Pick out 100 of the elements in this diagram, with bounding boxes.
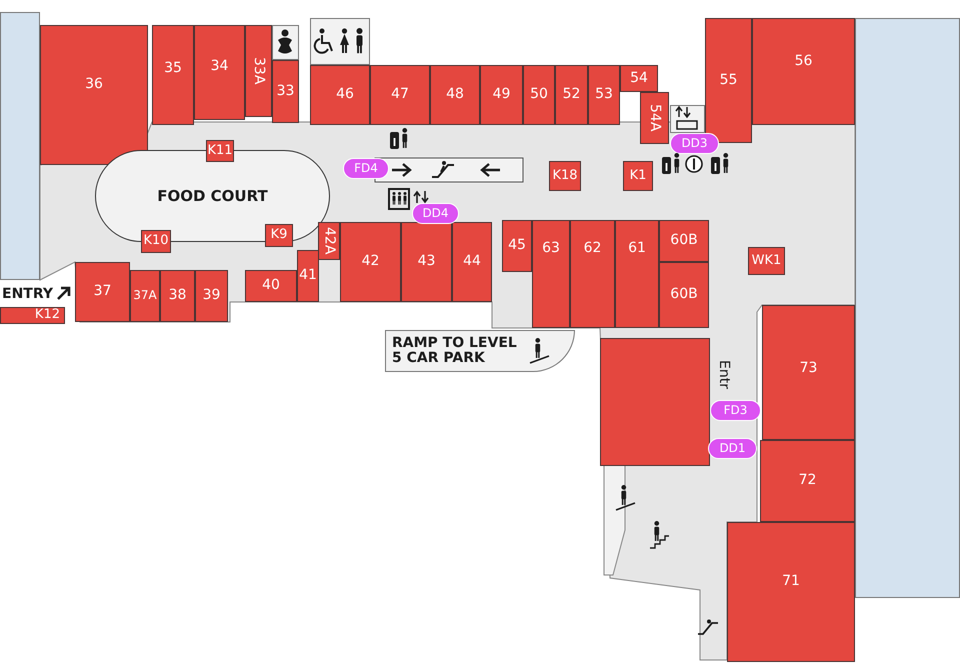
door-badge bbox=[708, 438, 757, 459]
store-unit bbox=[297, 250, 319, 302]
anchor-store bbox=[855, 18, 960, 598]
kiosk-unit bbox=[0, 307, 65, 324]
store-unit bbox=[245, 270, 297, 302]
unit-number: 43 bbox=[418, 254, 436, 270]
unit-number: 73 bbox=[800, 361, 818, 376]
unit-number: K12 bbox=[34, 308, 60, 323]
unit-number: 56 bbox=[794, 54, 812, 70]
unit-number: K11 bbox=[207, 144, 233, 158]
unit-number: 35 bbox=[164, 61, 182, 77]
door-badge bbox=[412, 203, 459, 224]
store-unit bbox=[480, 65, 523, 125]
unit-number: 36 bbox=[85, 77, 103, 93]
store-unit bbox=[310, 65, 370, 125]
kiosk-unit bbox=[549, 161, 581, 191]
unit-number: 50 bbox=[530, 87, 548, 103]
store-unit bbox=[523, 65, 555, 125]
store-unit bbox=[430, 65, 480, 125]
store-unit bbox=[570, 220, 615, 328]
ramp-area bbox=[385, 330, 575, 372]
unit-number: K1 bbox=[630, 168, 646, 184]
unit-number: WK1 bbox=[752, 254, 782, 268]
unit-number: 54 bbox=[630, 70, 648, 86]
unit-number: 63 bbox=[542, 241, 560, 256]
kiosk-unit bbox=[141, 230, 171, 253]
door-code: DD3 bbox=[681, 136, 708, 150]
unit-number: 37 bbox=[94, 284, 112, 300]
kiosk-unit bbox=[748, 247, 785, 275]
anchor-store bbox=[0, 12, 40, 280]
store-unit bbox=[659, 262, 709, 328]
unit-number: 33 bbox=[276, 84, 294, 100]
kiosk-unit bbox=[206, 140, 234, 162]
unit-number: 33A bbox=[250, 57, 266, 85]
kiosk-unit bbox=[623, 161, 653, 191]
amenity-room bbox=[670, 105, 705, 133]
store-unit bbox=[760, 440, 855, 522]
store-unit bbox=[245, 25, 272, 117]
unit-number: 34 bbox=[210, 58, 228, 74]
area-name: RAMP TO LEVEL 5 CAR PARK bbox=[392, 336, 518, 366]
unit-number: 40 bbox=[262, 278, 280, 294]
store-unit bbox=[152, 25, 194, 125]
kiosk-unit bbox=[265, 224, 293, 247]
store-unit bbox=[532, 220, 570, 328]
store-unit bbox=[727, 522, 855, 662]
store-unit bbox=[705, 18, 752, 143]
store-unit bbox=[762, 305, 855, 440]
unit-number: 55 bbox=[720, 72, 738, 88]
door-code: FD3 bbox=[724, 404, 748, 418]
door-code: FD4 bbox=[354, 162, 378, 176]
store-unit bbox=[752, 18, 855, 125]
area-name: FOOD COURT bbox=[157, 188, 268, 204]
door-badge bbox=[670, 133, 719, 154]
store-unit bbox=[600, 338, 710, 466]
store-unit bbox=[40, 25, 148, 165]
unit-number: 53 bbox=[595, 87, 613, 103]
store-unit bbox=[318, 222, 340, 260]
unit-number: 60B bbox=[670, 233, 698, 249]
unit-number: 71 bbox=[782, 574, 800, 590]
unit-number: K10 bbox=[143, 234, 169, 249]
door-code: DD1 bbox=[719, 442, 746, 456]
store-unit bbox=[340, 222, 401, 302]
store-unit bbox=[555, 65, 588, 125]
store-unit bbox=[401, 222, 452, 302]
unit-number: 72 bbox=[798, 473, 816, 489]
store-unit bbox=[195, 270, 228, 322]
door-code: DD4 bbox=[422, 206, 449, 220]
unit-number: 39 bbox=[202, 288, 220, 304]
unit-number: 47 bbox=[391, 87, 409, 103]
unit-number: 38 bbox=[168, 288, 186, 304]
door-badge bbox=[710, 400, 761, 421]
store-unit bbox=[452, 222, 492, 302]
store-unit bbox=[620, 65, 658, 92]
store-unit bbox=[272, 60, 299, 123]
store-unit bbox=[588, 65, 620, 125]
door-badge bbox=[343, 158, 389, 179]
unit-number: 61 bbox=[628, 241, 646, 256]
store-unit bbox=[615, 220, 659, 328]
unit-number: 42 bbox=[362, 254, 380, 270]
store-unit bbox=[370, 65, 430, 125]
entry-sign: Entr bbox=[716, 360, 732, 389]
unit-number: 44 bbox=[463, 254, 481, 270]
store-unit bbox=[659, 220, 709, 262]
unit-number: 42A bbox=[321, 227, 337, 255]
unit-number: 41 bbox=[299, 268, 317, 284]
unit-number: 46 bbox=[336, 87, 354, 103]
store-unit bbox=[502, 220, 532, 272]
unit-number: 62 bbox=[584, 241, 602, 256]
unit-number: 49 bbox=[492, 87, 510, 103]
unit-number: 45 bbox=[508, 238, 526, 254]
entry-sign: ENTRY bbox=[2, 286, 53, 302]
unit-number: 60B bbox=[670, 287, 698, 303]
unit-number: K9 bbox=[270, 228, 288, 243]
store-unit bbox=[130, 270, 160, 322]
unit-number: 37A bbox=[133, 289, 157, 303]
store-unit bbox=[640, 92, 669, 144]
unit-number: 52 bbox=[562, 87, 580, 103]
store-unit bbox=[75, 262, 130, 322]
unit-number: 48 bbox=[446, 87, 464, 103]
unit-number: 54A bbox=[646, 104, 662, 132]
